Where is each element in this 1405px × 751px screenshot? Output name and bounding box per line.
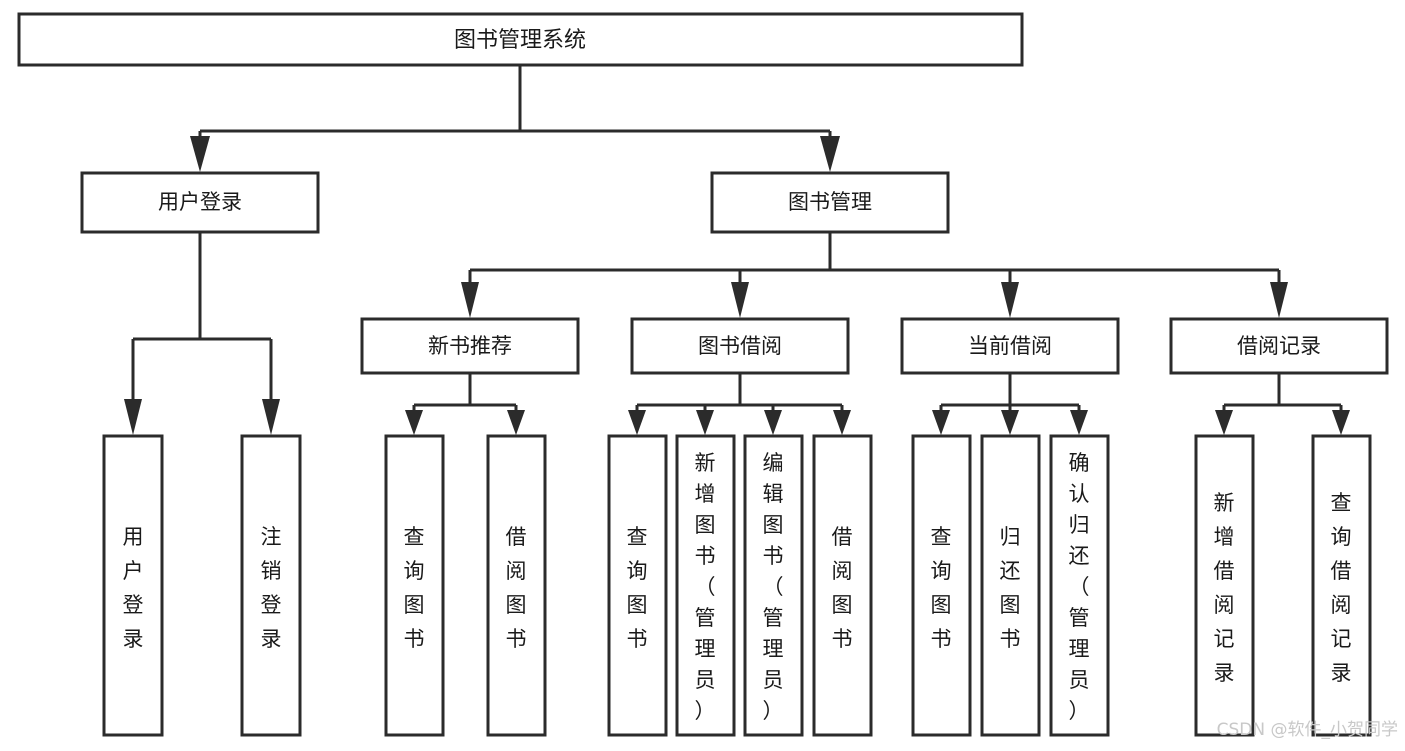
node-new-book-recommend-box[interactable]: [360, 317, 580, 375]
node-current-borrow-box[interactable]: [900, 317, 1120, 375]
node-book-borrow[interactable]: 图书借阅: [630, 317, 850, 375]
node-book-borrow-label: 图书借阅: [698, 334, 782, 358]
leaf-query-book-1-label: 查询图书: [404, 525, 425, 651]
arrow-head-leaf-add-record: [1215, 410, 1233, 435]
leaf-borrow-book-1[interactable]: 借阅图书: [486, 434, 547, 737]
node-borrow-record-label: 借阅记录: [1237, 334, 1321, 358]
watermark-text: CSDN @软件_小贺同学: [1217, 720, 1398, 740]
connector-layer: [124, 66, 1350, 435]
arrow-head-leaf-query-book-1: [405, 410, 423, 435]
leaf-edit-book-label: 编辑图书（管理员）: [763, 451, 784, 723]
arrow-head-borrow-record: [1270, 282, 1288, 318]
node-root-label: 图书管理系统: [454, 28, 586, 53]
node-borrow-record[interactable]: 借阅记录: [1169, 317, 1389, 375]
leaf-user-login[interactable]: 用户登录: [102, 434, 164, 737]
leaf-query-book-3[interactable]: 查询图书: [911, 434, 972, 737]
node-current-borrow-label: 当前借阅: [968, 334, 1052, 358]
leaf-add-book-label: 新增图书（管理员）: [695, 451, 716, 723]
arrow-head-leaf-user-login: [124, 399, 142, 435]
arrow-head-current-borrow: [1001, 282, 1019, 318]
leaf-user-logout[interactable]: 注销登录: [240, 434, 302, 737]
leaf-query-book-2-label: 查询图书: [627, 525, 648, 651]
leaf-edit-book[interactable]: 编辑图书（管理员）: [743, 434, 804, 737]
node-user-login-label: 用户登录: [158, 190, 242, 214]
leaf-user-logout-box[interactable]: [240, 434, 302, 737]
leaf-add-record-box[interactable]: [1194, 434, 1255, 737]
leaf-borrow-book-2-label: 借阅图书: [832, 525, 853, 651]
leaf-return-book-box[interactable]: [980, 434, 1041, 737]
leaf-borrow-book-1-label: 借阅图书: [506, 525, 527, 651]
arrow-head-leaf-query-book-3: [932, 410, 950, 435]
arrow-head-user-login: [190, 136, 210, 172]
leaf-confirm-return[interactable]: 确认归还（管理员）: [1049, 434, 1110, 737]
leaf-edit-book-box[interactable]: [743, 434, 804, 737]
leaf-add-record-label: 新增借阅记录: [1214, 491, 1235, 685]
leaf-query-book-2[interactable]: 查询图书: [607, 434, 668, 737]
leaf-query-book-1[interactable]: 查询图书: [384, 434, 445, 737]
leaf-query-record-box[interactable]: [1311, 434, 1372, 737]
arrow-head-leaf-edit-book: [764, 410, 782, 435]
leaf-add-book-box[interactable]: [675, 434, 736, 737]
node-root[interactable]: 图书管理系统: [17, 12, 1024, 67]
node-user-login[interactable]: 用户登录: [80, 171, 320, 234]
node-current-borrow[interactable]: 当前借阅: [900, 317, 1120, 375]
arrow-head-leaf-user-logout: [262, 399, 280, 435]
arrow-head-leaf-borrow-book-1: [507, 410, 525, 435]
leaf-query-book-2-box[interactable]: [607, 434, 668, 737]
leaf-user-login-label: 用户登录: [123, 525, 144, 651]
node-new-book-recommend[interactable]: 新书推荐: [360, 317, 580, 375]
node-book-manage-label: 图书管理: [788, 190, 872, 214]
arrow-head-book-borrow: [731, 282, 749, 318]
arrow-head-book-manage: [820, 136, 840, 172]
node-user-login-box[interactable]: [80, 171, 320, 234]
leaf-user-logout-label: 注销登录: [261, 525, 282, 651]
node-borrow-record-box[interactable]: [1169, 317, 1389, 375]
node-book-manage[interactable]: 图书管理: [710, 171, 950, 234]
node-book-borrow-box[interactable]: [630, 317, 850, 375]
leaf-add-record[interactable]: 新增借阅记录: [1194, 434, 1255, 737]
arrow-head-leaf-query-book-2: [628, 410, 646, 435]
leaf-add-book[interactable]: 新增图书（管理员）: [675, 434, 736, 737]
leaf-return-book[interactable]: 归还图书: [980, 434, 1041, 737]
leaf-query-book-3-box[interactable]: [911, 434, 972, 737]
arrow-head-leaf-borrow-book-2: [833, 410, 851, 435]
arrow-head-leaf-confirm-return: [1070, 410, 1088, 435]
arrow-head-new-book-recommend: [461, 282, 479, 318]
arrow-head-leaf-query-record: [1332, 410, 1350, 435]
node-book-manage-box[interactable]: [710, 171, 950, 234]
leaf-query-book-3-label: 查询图书: [931, 525, 952, 651]
leaf-confirm-return-box[interactable]: [1049, 434, 1110, 737]
node-new-book-recommend-label: 新书推荐: [428, 334, 512, 358]
leaf-return-book-label: 归还图书: [1000, 525, 1021, 651]
leaf-user-login-box[interactable]: [102, 434, 164, 737]
leaf-query-book-1-box[interactable]: [384, 434, 445, 737]
leaf-query-record-label: 查询借阅记录: [1331, 491, 1352, 685]
leaf-borrow-book-2-box[interactable]: [812, 434, 873, 737]
leaf-query-record[interactable]: 查询借阅记录: [1311, 434, 1372, 737]
leaf-borrow-book-1-box[interactable]: [486, 434, 547, 737]
arrow-head-leaf-add-book: [696, 410, 714, 435]
node-root-box[interactable]: [17, 12, 1024, 67]
leaf-borrow-book-2[interactable]: 借阅图书: [812, 434, 873, 737]
leaf-confirm-return-label: 确认归还（管理员）: [1069, 451, 1090, 723]
arrow-head-leaf-return-book: [1001, 410, 1019, 435]
